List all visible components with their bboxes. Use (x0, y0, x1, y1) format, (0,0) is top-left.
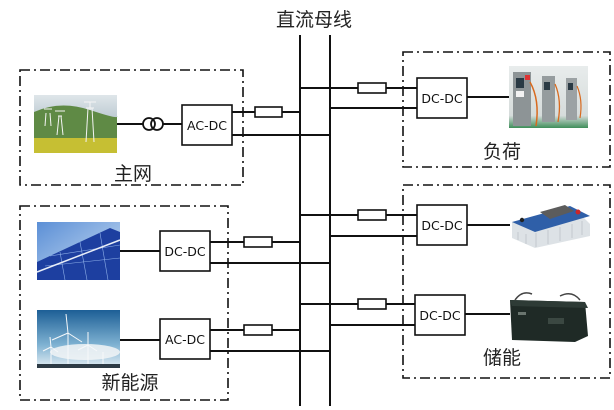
main-grid-ac-dc-converter (181, 104, 233, 146)
ev-charging-stations-photo (509, 66, 588, 128)
resistor-icon (243, 236, 273, 248)
renewable-group: DC-DC AC-DC 新能源 (19, 205, 330, 401)
wind-turbines-photo (37, 310, 120, 368)
battery-converter-label: DC-DC (419, 308, 460, 323)
supercap-converter-label: DC-DC (421, 218, 462, 233)
wind-converter-label: AC-DC (165, 332, 205, 347)
resistor-icon (357, 209, 387, 221)
renewable-label: 新能源 (101, 372, 158, 394)
main-grid-label: 主网 (114, 163, 152, 185)
storage-group: DC-DC DC-DC (300, 184, 611, 379)
supercap-dc-dc-converter (416, 204, 468, 246)
load-converter-label: DC-DC (421, 91, 462, 106)
power-transmission-towers-photo (34, 95, 118, 153)
renewable-boundary (19, 205, 229, 401)
dc-bus-title: 直流母线 (276, 9, 352, 31)
battery-dc-dc-converter (414, 294, 466, 336)
main-grid-boundary (19, 69, 244, 186)
load-boundary (402, 51, 611, 168)
pv-dc-dc-converter (159, 230, 211, 272)
resistor-icon (243, 324, 273, 336)
load-label: 负荷 (483, 141, 521, 163)
resistor-icon (254, 106, 283, 118)
lead-acid-battery-photo (510, 292, 588, 342)
transformer-icon (142, 117, 164, 131)
load-group: DC-DC 负荷 (300, 51, 611, 168)
main-grid-group: AC-DC 主网 (19, 69, 330, 186)
load-dc-dc-converter (416, 77, 468, 119)
solar-panel-photo (36, 222, 121, 281)
supercapacitor-module-photo (512, 205, 590, 248)
resistor-icon (357, 298, 387, 310)
main-grid-converter-label: AC-DC (187, 118, 227, 133)
wind-ac-dc-converter (159, 318, 211, 360)
pv-converter-label: DC-DC (164, 244, 205, 259)
storage-boundary (402, 184, 611, 379)
resistor-icon (357, 82, 387, 94)
storage-label: 储能 (483, 347, 521, 369)
